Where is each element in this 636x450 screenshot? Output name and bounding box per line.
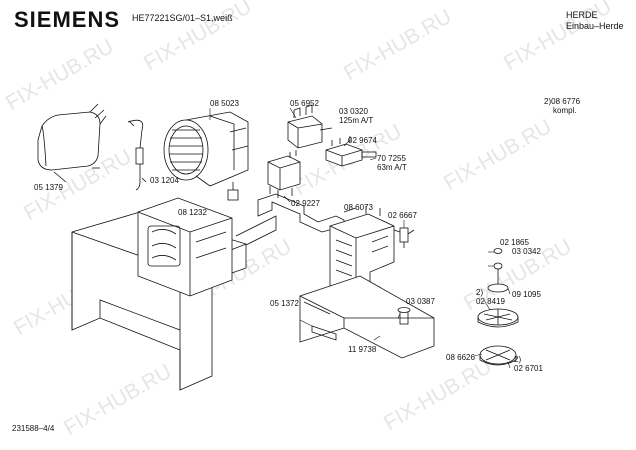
relay-part	[267, 150, 301, 198]
label-707255-rating: 63m A/T	[377, 163, 407, 172]
category-line2: Einbau–Herde	[566, 21, 624, 31]
transformer-part	[137, 197, 233, 297]
category: HERDE Einbau–Herde	[566, 10, 624, 32]
label-031204: 03 1204	[150, 176, 179, 185]
label-085023: 08 5023	[210, 99, 239, 108]
label-086073: 08 6073	[344, 203, 373, 212]
model-number: HE77221SG/01–S1,weiß	[132, 13, 233, 23]
capacitor-part	[37, 103, 107, 183]
brand-logo: SIEMENS	[14, 7, 121, 32]
label-051379: 05 1379	[34, 183, 63, 192]
label-030320-rating: 125m A/T	[339, 116, 374, 125]
label-029674: 02 9674	[348, 136, 377, 145]
stirrer-assembly-part	[477, 248, 519, 366]
label-086776: 2)08 6776	[544, 97, 581, 106]
bracket-part	[235, 193, 345, 249]
label-030320: 03 0320	[339, 107, 368, 116]
label-051372: 05 1372	[270, 299, 299, 308]
switch-part	[393, 227, 415, 248]
label-707255: 70 7255	[377, 154, 406, 163]
label-021865: 02 1865	[500, 238, 529, 247]
terminal-block-part	[287, 104, 333, 149]
fan-motor-part	[163, 111, 249, 201]
label-091095: 09 1095	[512, 290, 541, 299]
label-086776-kompl: kompl.	[553, 106, 577, 115]
label-081232: 08 1232	[178, 208, 207, 217]
label-119738: 11 9738	[348, 345, 377, 354]
label-note-2b: 2)	[514, 355, 522, 364]
label-030342: 03 0342	[512, 247, 541, 256]
leader-lines	[209, 107, 511, 369]
label-030387: 03 0387	[406, 297, 435, 306]
label-note-2a: 2)	[476, 288, 484, 297]
label-029227: 02 9227	[291, 199, 320, 208]
label-056952: 05 6952	[290, 99, 319, 108]
page-reference: 231588–4/4	[12, 424, 55, 433]
screw-part	[397, 307, 411, 325]
category-line1: HERDE	[566, 10, 598, 20]
label-026667: 02 6667	[388, 211, 417, 220]
cable-part	[127, 119, 147, 191]
label-086626: 08 6626	[446, 353, 475, 362]
base-plate-part	[299, 275, 435, 359]
label-026701: 02 6701	[514, 364, 543, 373]
label-028419: 02 8419	[476, 297, 505, 306]
